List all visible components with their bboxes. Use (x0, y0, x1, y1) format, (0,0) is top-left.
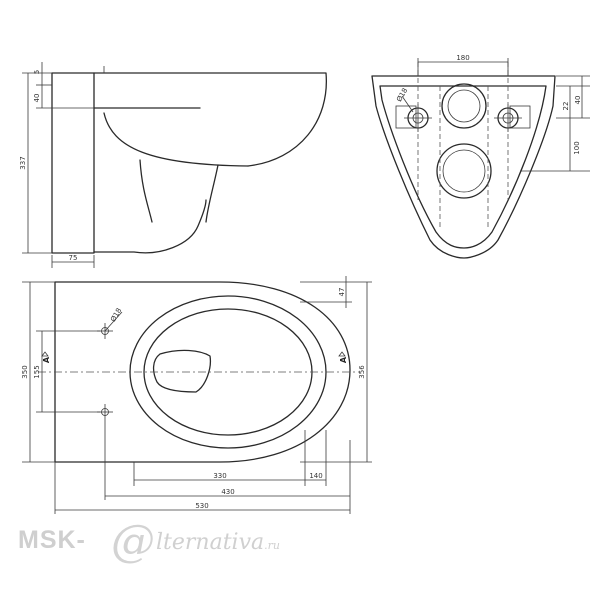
watermark-suffix: .ru (264, 539, 280, 552)
dim-plan-length: 530 (195, 502, 208, 510)
rear-right-slot (509, 105, 531, 129)
dim-side-depth: 75 (69, 254, 78, 262)
dim-rear-mid: 100 (573, 141, 581, 154)
dim-plan-mid: 430 (221, 488, 234, 496)
watermark-text: lternativa.ru (156, 530, 280, 555)
dim-side-height: 337 (19, 156, 27, 169)
section-mark-left: A (42, 356, 51, 363)
dim-side-top-gap: 5 (33, 70, 41, 74)
side-base (93, 199, 207, 254)
side-trap-left (139, 159, 153, 223)
dim-plan-bolt: Ø18 (109, 307, 123, 323)
plan-water-spot (152, 349, 212, 393)
dim-plan-height-right: 356 (358, 365, 366, 379)
plan-outline (54, 281, 351, 463)
dim-rear-side-offset: 22 (562, 102, 570, 111)
dim-rear-top: 40 (574, 96, 582, 105)
rear-outline (371, 75, 556, 259)
dim-plan-width: 350 (21, 365, 29, 378)
dim-rear-width: 180 (456, 54, 469, 62)
side-bowl-rim (93, 72, 327, 167)
dim-plan-inner: 155 (33, 365, 41, 378)
rear-view: 180 Ø18 22 40 100 (371, 54, 590, 259)
watermark-rest: lternativa (156, 530, 265, 555)
side-view: 5 40 337 75 (19, 62, 327, 268)
watermark-prefix: MSK- (18, 526, 86, 554)
rear-top-hole (441, 83, 487, 129)
dim-plan-tail: 140 (309, 472, 322, 480)
dim-rear-hole: Ø18 (395, 87, 409, 103)
side-wall-plate (51, 72, 95, 254)
dim-side-rim: 40 (33, 94, 41, 103)
rear-left-slot (395, 105, 417, 129)
plan-view: 350 155 Ø18 47 356 330 140 430 530 A A (21, 276, 372, 514)
side-bowl-under (103, 112, 249, 167)
rear-outlet-hole (436, 143, 492, 199)
side-trap-right (205, 164, 219, 223)
dim-plan-bowl: 330 (213, 472, 226, 480)
dim-plan-top-offset: 47 (338, 288, 346, 297)
section-mark-right: A (339, 356, 348, 363)
rear-inner-outline (379, 85, 547, 249)
watermark-at-sign: @ (111, 516, 155, 567)
